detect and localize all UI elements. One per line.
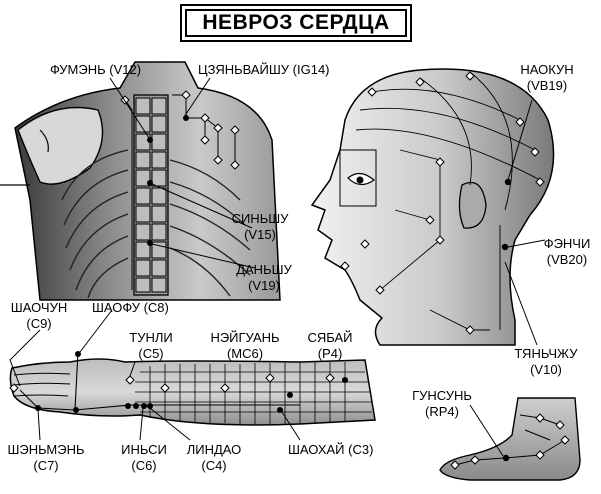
leader-lines xyxy=(9,77,546,457)
foot-figure xyxy=(439,397,581,481)
label-naokun-code: (VB19) xyxy=(526,78,568,93)
label-danshu-name: ДАНЬШУ xyxy=(236,262,292,277)
back-figure xyxy=(0,61,281,301)
label-tunli: ТУНЛИ (C5) xyxy=(118,330,184,362)
label-sinshu: СИНЬШУ (V15) xyxy=(228,211,292,243)
label-tyanchzhu-name: ТЯНЬЧЖУ xyxy=(514,346,578,361)
label-tunli-code: (C5) xyxy=(138,346,164,361)
label-neiguan: НЭЙГУАНЬ (MC6) xyxy=(195,330,295,362)
label-shaochun: ШАОЧУН (C9) xyxy=(4,300,74,332)
label-neiguan-name: НЭЙГУАНЬ xyxy=(210,330,280,345)
label-naokun-name: НАОКУН xyxy=(520,62,574,77)
label-sinshu-code: (V15) xyxy=(244,227,276,242)
label-shaofu-name: ШАОФУ (C8) xyxy=(92,300,169,315)
label-fenchi-code: (VB20) xyxy=(546,252,588,267)
page-title: НЕВРОЗ СЕРДЦА xyxy=(202,11,390,34)
label-syabai: СЯБАЙ (P4) xyxy=(302,330,358,362)
label-shaohai: ШАОХАЙ (C3) xyxy=(288,442,373,458)
head-figure xyxy=(310,68,555,346)
label-fumen: ФУМЭНЬ (V12) xyxy=(50,62,141,78)
label-lindao-code: (C4) xyxy=(201,458,227,473)
label-gunsun: ГУНСУНЬ (RP4) xyxy=(404,388,480,420)
label-danshu: ДАНЬШУ (V19) xyxy=(228,262,300,294)
label-shaochun-name: ШАОЧУН xyxy=(10,300,68,315)
label-tszyan-name: ЦЗЯНЬВАЙШУ (IG14) xyxy=(198,62,330,77)
label-lindao: ЛИНДАО (C4) xyxy=(178,442,250,474)
label-shenmen-code: (C7) xyxy=(33,458,59,473)
title-frame: НЕВРОЗ СЕРДЦА xyxy=(180,4,412,42)
arm-figure xyxy=(9,351,376,426)
label-lindao-name: ЛИНДАО xyxy=(186,442,242,457)
label-shaochun-code: (C9) xyxy=(26,316,52,331)
label-insi: ИНЬСИ (C6) xyxy=(116,442,172,474)
label-shenmen-name: ШЭНЬМЭНЬ xyxy=(7,442,85,457)
label-naokun: НАОКУН (VB19) xyxy=(512,62,582,94)
label-fenchi-name: ФЭНЧИ xyxy=(543,236,591,251)
label-syabai-name: СЯБАЙ xyxy=(307,330,353,345)
label-tunli-name: ТУНЛИ xyxy=(129,330,173,345)
label-shaohai-name: ШАОХАЙ (C3) xyxy=(288,442,374,457)
label-gunsun-code: (RP4) xyxy=(425,404,459,419)
label-fumen-name: ФУМЭНЬ (V12) xyxy=(50,62,142,77)
label-tszyan: ЦЗЯНЬВАЙШУ (IG14) xyxy=(198,62,330,78)
title-frame-inner: НЕВРОЗ СЕРДЦА xyxy=(185,9,407,37)
label-insi-code: (C6) xyxy=(131,458,157,473)
label-fenchi: ФЭНЧИ (VB20) xyxy=(538,236,596,268)
label-tyanchzhu-code: (V10) xyxy=(530,362,562,377)
label-shaofu: ШАОФУ (C8) xyxy=(92,300,169,316)
label-neiguan-code: (MC6) xyxy=(226,346,264,361)
label-tyanchzhu: ТЯНЬЧЖУ (V10) xyxy=(505,346,587,378)
label-syabai-code: (P4) xyxy=(317,346,343,361)
label-sinshu-name: СИНЬШУ xyxy=(231,211,289,226)
label-shenmen: ШЭНЬМЭНЬ (C7) xyxy=(4,442,88,474)
label-gunsun-name: ГУНСУНЬ xyxy=(412,388,472,403)
label-danshu-code: (V19) xyxy=(248,278,280,293)
label-insi-name: ИНЬСИ xyxy=(121,442,167,457)
